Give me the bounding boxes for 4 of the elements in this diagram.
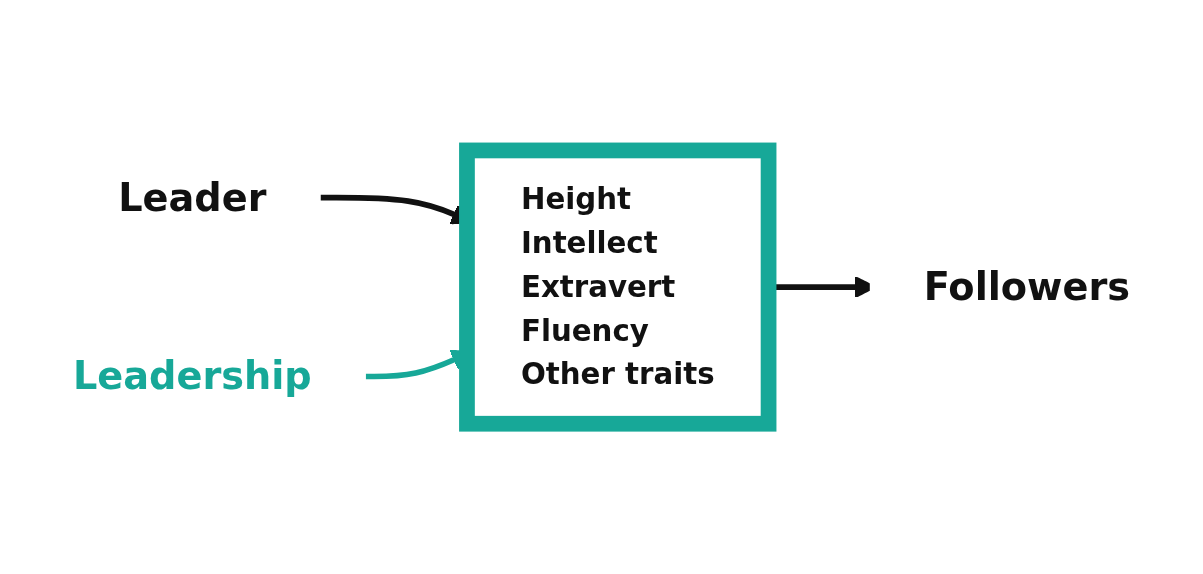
node-box: Height Intellect Extravert Fluency Other traits bbox=[459, 142, 777, 432]
node-text: Followers bbox=[923, 263, 1131, 309]
node-text: Leader bbox=[118, 174, 267, 220]
node-text: Leadership bbox=[72, 353, 312, 399]
